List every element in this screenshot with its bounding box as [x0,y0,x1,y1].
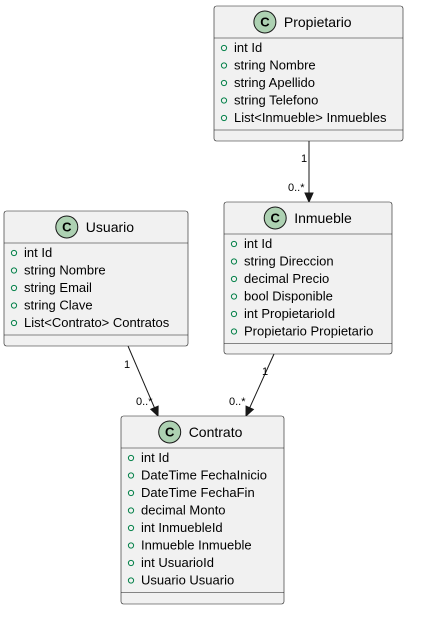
public-visibility-icon [127,524,135,532]
attribute: List<Contrato> Contratos [24,315,170,330]
public-visibility-icon [127,507,135,514]
public-visibility-icon [230,240,238,248]
attribute: DateTime FechaInicio [141,468,267,483]
source-multiplicity: 1 [262,366,268,378]
public-visibility-icon [230,258,238,265]
arrowhead-icon [149,405,159,418]
class-name: Propietario [284,14,352,30]
attribute: Usuario Usuario [141,573,234,588]
attribute: string Nombre [234,58,316,73]
relation-usuario-contrato: 1 0..* [124,345,159,418]
attribute: int PropietarioId [244,306,335,321]
class-badge-icon [263,206,287,230]
public-visibility-icon [10,319,18,327]
public-visibility-icon [230,328,238,335]
public-visibility-icon [230,275,238,283]
attribute: decimal Precio [244,271,329,286]
public-visibility-icon [230,310,238,318]
attribute: string Email [24,280,92,295]
attribute: List<Inmueble> Inmuebles [234,110,387,125]
class-box-usuario [3,210,189,347]
class-propietario: C Propietario int Id string Nombre string Ap… [213,5,404,142]
relations-layer: 1 0..* 1 0..* 1 0..* [124,141,314,418]
class-name: Usuario [86,219,134,235]
target-multiplicity: 0..* [229,396,246,408]
attribute: Propietario Propietario [244,324,373,339]
attribute: int Id [24,245,52,260]
attribute: string Apellido [234,75,315,90]
class-name: Contrato [189,424,243,440]
public-visibility-icon [127,489,135,497]
class-badge-letter: C [165,425,175,440]
public-visibility-icon [10,284,18,292]
arrowhead-icon [245,405,255,418]
public-visibility-icon [127,577,135,584]
attribute: int InmuebleId [141,520,223,535]
class-badge-icon [55,215,79,239]
class-inmueble: C Inmueble int Id string Direccion decimal P… [223,201,393,355]
attribute: int Id [141,450,169,465]
public-visibility-icon [127,542,135,549]
attribute: int Id [234,40,262,55]
relation-propietario-inmueble: 1 0..* [288,141,314,204]
public-visibility-icon [127,472,135,479]
class-box-propietario [213,5,404,142]
attribute: int Id [244,236,272,251]
class-name: Inmueble [294,210,352,226]
public-visibility-icon [220,44,228,52]
relation-inmueble-contrato: 1 0..* [229,353,275,418]
attribute: Inmueble Inmueble [141,538,252,553]
attribute: string Direccion [244,254,334,269]
class-usuario: C Usuario int Id string Nombre string Email s… [3,210,189,347]
source-multiplicity: 1 [124,359,130,371]
attribute: DateTime FechaFin [141,485,255,500]
public-visibility-icon [220,62,228,69]
association-line [127,345,159,417]
target-multiplicity: 0..* [288,182,305,194]
arrowhead-icon [304,192,314,204]
public-visibility-icon [10,302,18,309]
class-badge-letter: C [271,211,281,226]
attribute: int UsuarioId [141,555,214,570]
class-badge-icon [158,420,182,444]
attribute: string Clave [24,298,93,313]
attribute: string Telefono [234,93,318,108]
class-badge-icon [253,10,277,34]
class-contrato: C Contrato int Id DateTime FechaInicioDateT… [120,415,285,605]
public-visibility-icon [127,559,135,567]
public-visibility-icon [10,267,18,274]
class-badge-letter: C [260,15,270,30]
attribute: bool Disponible [244,289,333,304]
association-line [245,353,275,417]
source-multiplicity: 1 [301,153,307,165]
attribute: decimal Monto [141,503,226,518]
target-multiplicity: 0..* [136,396,153,408]
classes-layer: C Propietario int Id string Nombre string Ap… [3,5,404,605]
class-box-contrato [120,415,285,605]
public-visibility-icon [220,97,228,104]
public-visibility-icon [230,293,238,300]
class-badge-letter: C [62,220,72,235]
public-visibility-icon [220,114,228,122]
attribute: string Nombre [24,263,106,278]
public-visibility-icon [220,79,228,87]
class-box-inmueble [223,201,393,355]
public-visibility-icon [10,249,18,257]
public-visibility-icon [127,454,135,462]
